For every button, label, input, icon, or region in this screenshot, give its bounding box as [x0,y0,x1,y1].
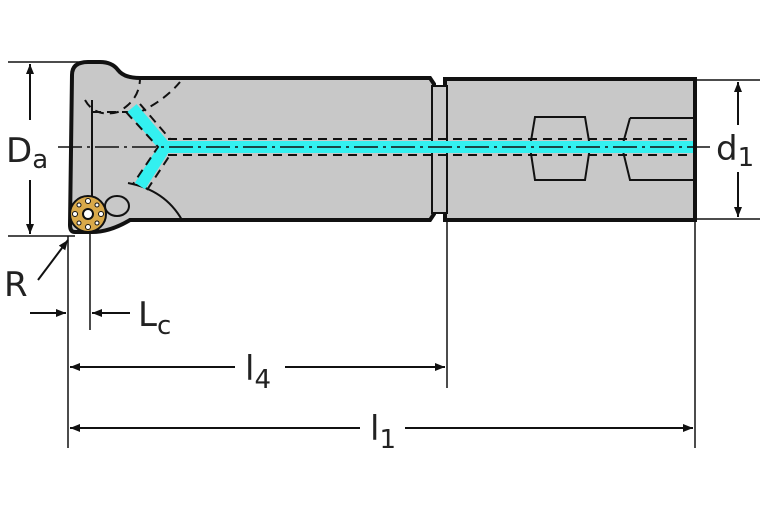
dimension-lines [26,64,742,432]
label-d1: d1 [716,129,754,173]
label-lc: Lc [138,295,171,341]
insert-holes [72,198,104,230]
tool-body [58,60,710,234]
insert-pocket-curve [127,182,183,221]
coolant-channel [125,103,693,191]
extension-lines [8,61,760,448]
insert-screw-icon [82,208,94,220]
label-da: Da [6,131,48,175]
label-l4: l4 [245,349,271,395]
insert [69,195,130,233]
label-r: R [4,265,28,305]
label-l1: l1 [370,409,396,455]
dim-r-leader [37,239,69,281]
